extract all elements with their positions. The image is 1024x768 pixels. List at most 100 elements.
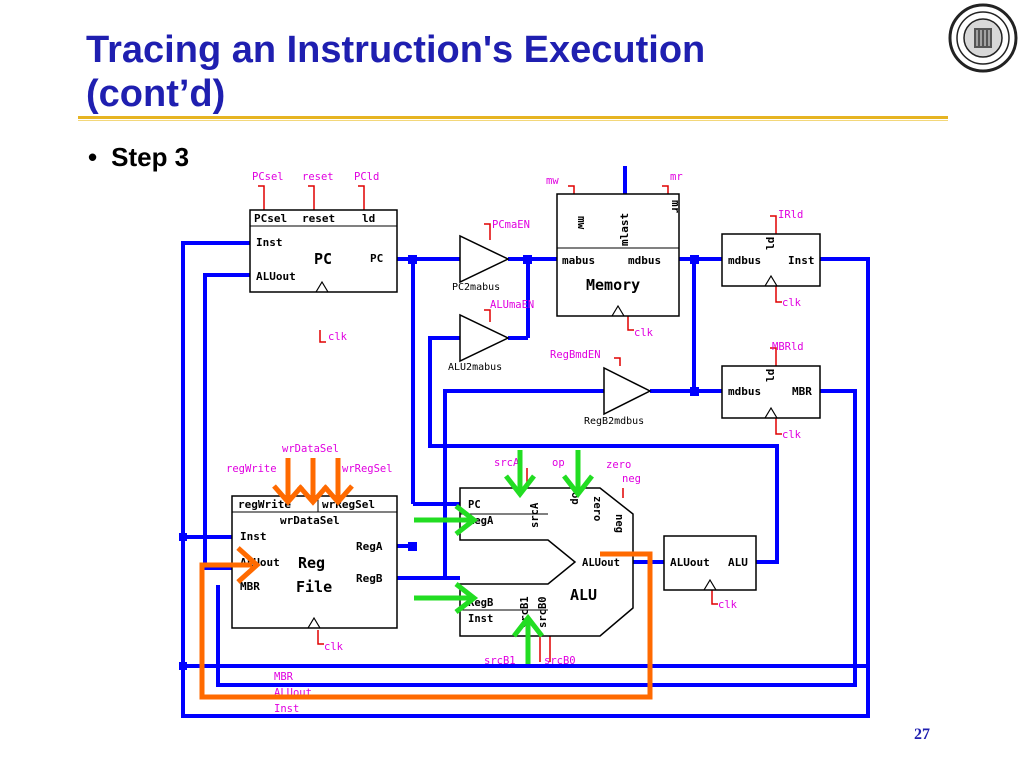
green-arrowhead-srcb (512, 613, 544, 638)
bus-label-inst: Inst (274, 703, 299, 715)
title-underline (78, 116, 948, 119)
sig-ir-clk: clk (782, 297, 802, 309)
green-highlights (414, 450, 594, 664)
orange-arrowhead-wrregsel (322, 484, 354, 506)
pc-port-pcsel: PCsel (254, 212, 287, 225)
mbr-port-ld: ld (764, 369, 777, 382)
rf-port-inst: Inst (240, 530, 267, 543)
rf-port-regb: RegB (356, 572, 383, 585)
sig-regwrite: regWrite (226, 463, 277, 475)
alu-signals: srcA op zero neg srcB1 srcB0 (484, 457, 641, 667)
mem-port-mr: mr (669, 200, 682, 214)
mbr-block (721, 365, 821, 419)
mem-port-mlast: mlast (618, 213, 631, 246)
sig-pcld: PCld (354, 171, 379, 183)
ir-signals: IRld clk (778, 209, 803, 309)
sig-pcmaen: PCmaEN (492, 219, 530, 231)
buses (181, 166, 870, 718)
pc-labels: PCsel reset ld Inst ALUout PC (254, 212, 383, 283)
buffer-enable-signals: PCmaEN ALUmaEN RegBmdEN (490, 219, 601, 361)
alu-port-pc: PC (468, 499, 481, 511)
mbr-port-mbr: MBR (792, 385, 812, 398)
orange-highlights (199, 458, 653, 700)
alu-labels: PC RegA srcA op zero neg ALUout RegB Ins… (468, 492, 625, 628)
aluoutreg-port-alu: ALU (728, 556, 748, 569)
pc-port-pc: PC (370, 252, 383, 265)
sig-irld: IRld (778, 209, 803, 221)
memory-labels: mw mlast mr mabus mdbus (562, 200, 682, 267)
title-underline-shadow (78, 120, 948, 121)
regb2mdbus-buffer (603, 366, 652, 416)
sig-aluout-clk: clk (718, 599, 738, 611)
ir-port-mdbus: mdbus (728, 254, 761, 267)
pc-port-ld: ld (362, 212, 375, 225)
orange-arrowhead-regwrite (272, 484, 304, 506)
ir-port-ld: ld (764, 237, 777, 250)
sig-mbr-clk: clk (782, 429, 802, 441)
green-arrowhead-op (562, 474, 594, 499)
sig-srcb0: srcB0 (544, 655, 576, 667)
buffers (459, 234, 652, 416)
alu-name: ALU (570, 586, 597, 604)
ir-port-inst: Inst (788, 254, 815, 267)
sig-zero: zero (606, 459, 631, 471)
pc-name: PC (314, 250, 332, 268)
buffer-regb2mdbus-name: RegB2mdbus (584, 416, 644, 427)
sig-alumaen: ALUmaEN (490, 299, 534, 311)
green-arrowhead-srca (504, 474, 536, 499)
sig-mr: mr (670, 171, 683, 183)
alu-port-neg: neg (613, 514, 625, 533)
aluout-reg-labels: ALUout ALU (670, 556, 748, 569)
mbr-signals: MBRld clk (772, 341, 804, 441)
mem-port-mabus: mabus (562, 254, 595, 267)
block-inner-lines (232, 225, 679, 611)
bus-junction-dots (179, 255, 699, 670)
buffer-names: PC2mabus ALU2mabus RegB2mdbus (448, 282, 644, 427)
rf-port-mbr: MBR (240, 580, 260, 593)
sig-neg: neg (622, 473, 641, 485)
rf-port-rega: RegA (356, 540, 383, 553)
slide-title: Tracing an Instruction's Execution (cont… (86, 28, 705, 116)
pc-port-reset: reset (302, 212, 335, 225)
memory-name: Memory (586, 276, 640, 294)
title-line-1: Tracing an Instruction's Execution (86, 29, 706, 71)
bullet-text: Step 3 (111, 142, 190, 172)
ir-block (721, 233, 821, 287)
mbr-labels: mdbus ld MBR (728, 369, 812, 398)
green-arrowhead-rega (454, 504, 479, 536)
regfile-signals: wrDataSel regWrite wrRegSel clk (226, 443, 393, 653)
sig-mw: mw (546, 175, 559, 187)
mem-port-mdbus: mdbus (628, 254, 661, 267)
page-number: 27 (914, 726, 930, 743)
sig-mbrld: MBRld (772, 341, 804, 353)
sig-reset: reset (302, 171, 334, 183)
sig-srcb1: srcB1 (484, 655, 516, 667)
alu2mabus-buffer (459, 313, 510, 363)
pc-block (249, 209, 398, 293)
buffer-alu2mabus-name: ALU2mabus (448, 362, 502, 373)
sig-mem-clk: clk (634, 327, 654, 339)
memory-signals: mw mr clk (546, 171, 683, 339)
alu-port-zero: zero (591, 496, 603, 521)
pc-port-aluout: ALUout (256, 270, 296, 283)
buffer-pc2mabus-name: PC2mabus (452, 282, 500, 293)
mbr-port-mdbus: mdbus (728, 385, 761, 398)
green-arrowhead-regb (454, 582, 479, 614)
regfile-name-1: Reg (298, 554, 325, 572)
orange-arrowhead-rf (236, 546, 261, 584)
sig-wrdatasel: wrDataSel (282, 443, 339, 455)
bus-label-mbr: MBR (274, 671, 294, 683)
rf-port-wrdatasel: wrDataSel (280, 514, 340, 527)
regfile-block (231, 495, 398, 629)
pc-signals: PCsel reset PCld clk (252, 171, 379, 343)
rf-port-regwrite: regWrite (238, 498, 291, 511)
aluoutreg-port-aluout: ALUout (670, 556, 710, 569)
clock-markers (307, 274, 778, 629)
alu-port-aluout: ALUout (582, 557, 620, 569)
regfile-name-2: File (296, 578, 332, 596)
bus-labels: MBR ALUout Inst (274, 671, 312, 715)
title-line-2: (cont’d) (86, 73, 226, 115)
alu-port-inst: Inst (468, 613, 493, 625)
